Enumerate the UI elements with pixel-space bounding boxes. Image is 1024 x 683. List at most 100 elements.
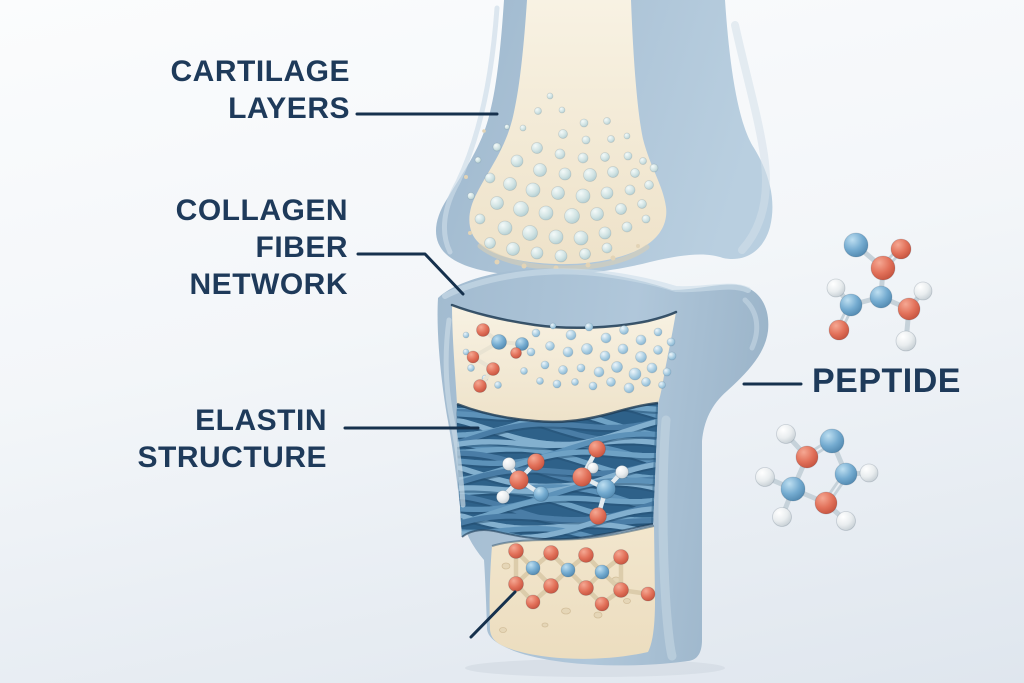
cell-dot xyxy=(641,377,651,387)
atom-r xyxy=(594,596,610,612)
cell-dot xyxy=(581,343,593,355)
cell-dot xyxy=(635,351,647,363)
tiny-pore xyxy=(464,175,468,179)
tiny-pore xyxy=(610,255,616,261)
cell-dot xyxy=(504,124,510,130)
fiber-strand xyxy=(456,477,658,513)
atom-r xyxy=(508,576,524,592)
left-cortex-highlight xyxy=(443,317,466,508)
lower-bone-base-band xyxy=(489,526,655,659)
atom-b xyxy=(560,562,576,578)
label-line: LAYERS xyxy=(228,92,350,125)
atom-r xyxy=(527,453,545,471)
atom-r xyxy=(473,379,487,393)
tiny-pore xyxy=(482,129,486,133)
atom-r xyxy=(510,347,522,359)
bone-lattice-molecule xyxy=(508,543,656,612)
atom-r xyxy=(486,362,500,376)
cell-dot xyxy=(519,124,527,132)
atom-r xyxy=(890,238,912,260)
atom-b xyxy=(834,462,858,486)
atom-r xyxy=(543,545,559,561)
lower-bone-subchondral-band xyxy=(452,305,676,422)
cell-dot xyxy=(492,142,502,152)
cell-dot xyxy=(588,381,598,391)
cell-dot xyxy=(554,249,568,263)
tiny-pore xyxy=(521,263,527,269)
molecule-models xyxy=(466,232,933,612)
cell-dot xyxy=(490,196,504,210)
cell-dot xyxy=(554,148,566,160)
cell-dot xyxy=(531,328,541,338)
cell-dot xyxy=(474,156,482,164)
cell-dot xyxy=(619,325,629,335)
atom-b xyxy=(839,293,863,317)
atom-b xyxy=(780,476,806,502)
cap-edge-outline xyxy=(450,303,678,330)
cell-dot xyxy=(621,221,633,233)
cell-dot xyxy=(599,350,611,362)
atom-r xyxy=(525,594,541,610)
atom-w xyxy=(913,281,933,301)
cell-dot xyxy=(503,177,517,191)
matrix-pointer xyxy=(469,590,517,639)
atom-r xyxy=(476,323,490,337)
fiber-band-bottom-outline xyxy=(461,523,654,541)
cell-dot xyxy=(579,118,589,128)
fiber-strand xyxy=(456,416,658,448)
atom-b xyxy=(533,486,549,502)
cell-dot xyxy=(598,226,612,240)
cell-dot xyxy=(584,322,594,332)
atom-b xyxy=(596,479,616,499)
label-line: CARTILAGE xyxy=(170,55,350,88)
subchondral-dots xyxy=(462,322,677,394)
cell-dot xyxy=(462,331,470,339)
cell-dot xyxy=(639,157,647,165)
atom-r xyxy=(897,297,921,321)
cell-dot xyxy=(623,132,631,140)
cell-dot xyxy=(624,184,636,196)
cell-dot xyxy=(538,205,554,221)
cell-dot xyxy=(649,163,659,173)
label-line: COLLAGEN xyxy=(175,194,348,227)
bone-pore xyxy=(593,611,603,619)
cell-dot xyxy=(531,142,543,154)
cell-dot xyxy=(637,199,647,209)
cell-dot xyxy=(513,201,529,217)
atom-w xyxy=(496,490,510,504)
cell-dot xyxy=(526,347,536,357)
cell-dot xyxy=(525,182,541,198)
fiber-strand xyxy=(456,417,658,449)
atom-b xyxy=(869,285,893,309)
tiny-pore xyxy=(468,231,472,235)
cell-dot xyxy=(623,151,633,161)
upper-bone-right-highlight xyxy=(731,21,770,254)
cell-dot xyxy=(540,360,550,370)
cell-dot xyxy=(628,367,642,381)
cell-dot xyxy=(520,367,528,375)
cell-dot xyxy=(658,381,666,389)
elastin-molecule-right xyxy=(572,440,629,525)
cell-dot xyxy=(494,381,502,389)
cell-dot xyxy=(552,379,562,389)
cell-dot xyxy=(534,107,542,115)
cell-dot xyxy=(484,237,496,249)
cell-dot xyxy=(536,377,544,385)
atom-b xyxy=(491,334,507,350)
atom-w xyxy=(772,507,792,527)
cell-dot xyxy=(641,214,651,224)
label-elastin-structure: ELASTIN STRUCTURE xyxy=(138,402,328,476)
label-line: PEPTIDE xyxy=(812,362,961,400)
cell-dot xyxy=(467,364,475,372)
fiber-band-top-outline xyxy=(456,401,659,424)
cell-dot xyxy=(600,332,612,344)
atom-r xyxy=(588,440,606,458)
atom-r xyxy=(613,582,629,598)
cell-dot xyxy=(506,242,520,256)
cell-dot xyxy=(474,213,486,225)
atom-w xyxy=(836,511,856,531)
label-line: ELASTIN xyxy=(195,404,327,437)
cell-dot xyxy=(662,367,672,377)
